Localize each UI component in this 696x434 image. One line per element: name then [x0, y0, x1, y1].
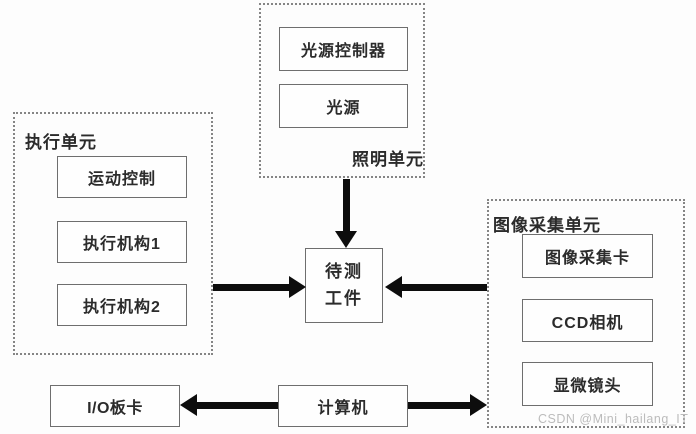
arrow-acquisition-to-workpiece-shaft	[401, 284, 487, 291]
workpiece-label-line2: 工件	[325, 288, 363, 308]
motion-control-box: 运动控制	[57, 156, 187, 198]
execution-unit-group	[13, 112, 213, 355]
ccd-camera-label: CCD相机	[551, 314, 624, 332]
image-acquisition-unit-group	[487, 199, 685, 428]
arrow-execution-to-workpiece-head-icon	[289, 276, 306, 298]
computer-label: 计算机	[317, 400, 369, 417]
light-source-controller-box: 光源控制器	[279, 27, 408, 71]
arrow-computer-to-io-head-icon	[180, 394, 197, 416]
illumination-unit-group	[259, 3, 425, 178]
execution-unit-label: 执行单元	[25, 133, 97, 152]
watermark-text: CSDN @Mini_hailang_IT	[538, 412, 689, 426]
ccd-camera-box: CCD相机	[522, 299, 653, 342]
actuator2-label: 执行机构2	[83, 299, 161, 316]
light-source-box: 光源	[279, 84, 408, 128]
workpiece-box: 待测 工件	[305, 248, 383, 323]
arrow-computer-to-io-shaft	[196, 402, 278, 409]
workpiece-label-line1: 待测	[325, 262, 363, 282]
arrow-illumination-to-workpiece-head-icon	[335, 231, 357, 248]
light-source-controller-label: 光源控制器	[300, 43, 386, 60]
arrow-computer-to-acquisition-head-icon	[470, 394, 487, 416]
arrow-execution-to-workpiece-shaft	[213, 284, 290, 291]
computer-box: 计算机	[278, 385, 408, 427]
microscope-lens-label: 显微镜头	[553, 378, 622, 395]
arrow-acquisition-to-workpiece-head-icon	[385, 276, 402, 298]
io-board-label: I/O板卡	[87, 400, 143, 417]
frame-grabber-box: 图像采集卡	[522, 234, 653, 278]
image-acquisition-unit-label: 图像采集单元	[493, 216, 601, 235]
motion-control-label: 运动控制	[87, 171, 156, 188]
arrow-illumination-to-workpiece-shaft	[343, 179, 350, 232]
actuator1-box: 执行机构1	[57, 221, 187, 263]
microscope-lens-box: 显微镜头	[522, 362, 653, 406]
frame-grabber-label: 图像采集卡	[544, 250, 630, 267]
actuator2-box: 执行机构2	[57, 284, 187, 326]
io-board-box: I/O板卡	[50, 385, 180, 427]
actuator1-label: 执行机构1	[83, 236, 161, 253]
illumination-unit-label: 照明单元	[352, 150, 424, 169]
light-source-label: 光源	[326, 100, 361, 117]
arrow-computer-to-acquisition-shaft	[408, 402, 471, 409]
